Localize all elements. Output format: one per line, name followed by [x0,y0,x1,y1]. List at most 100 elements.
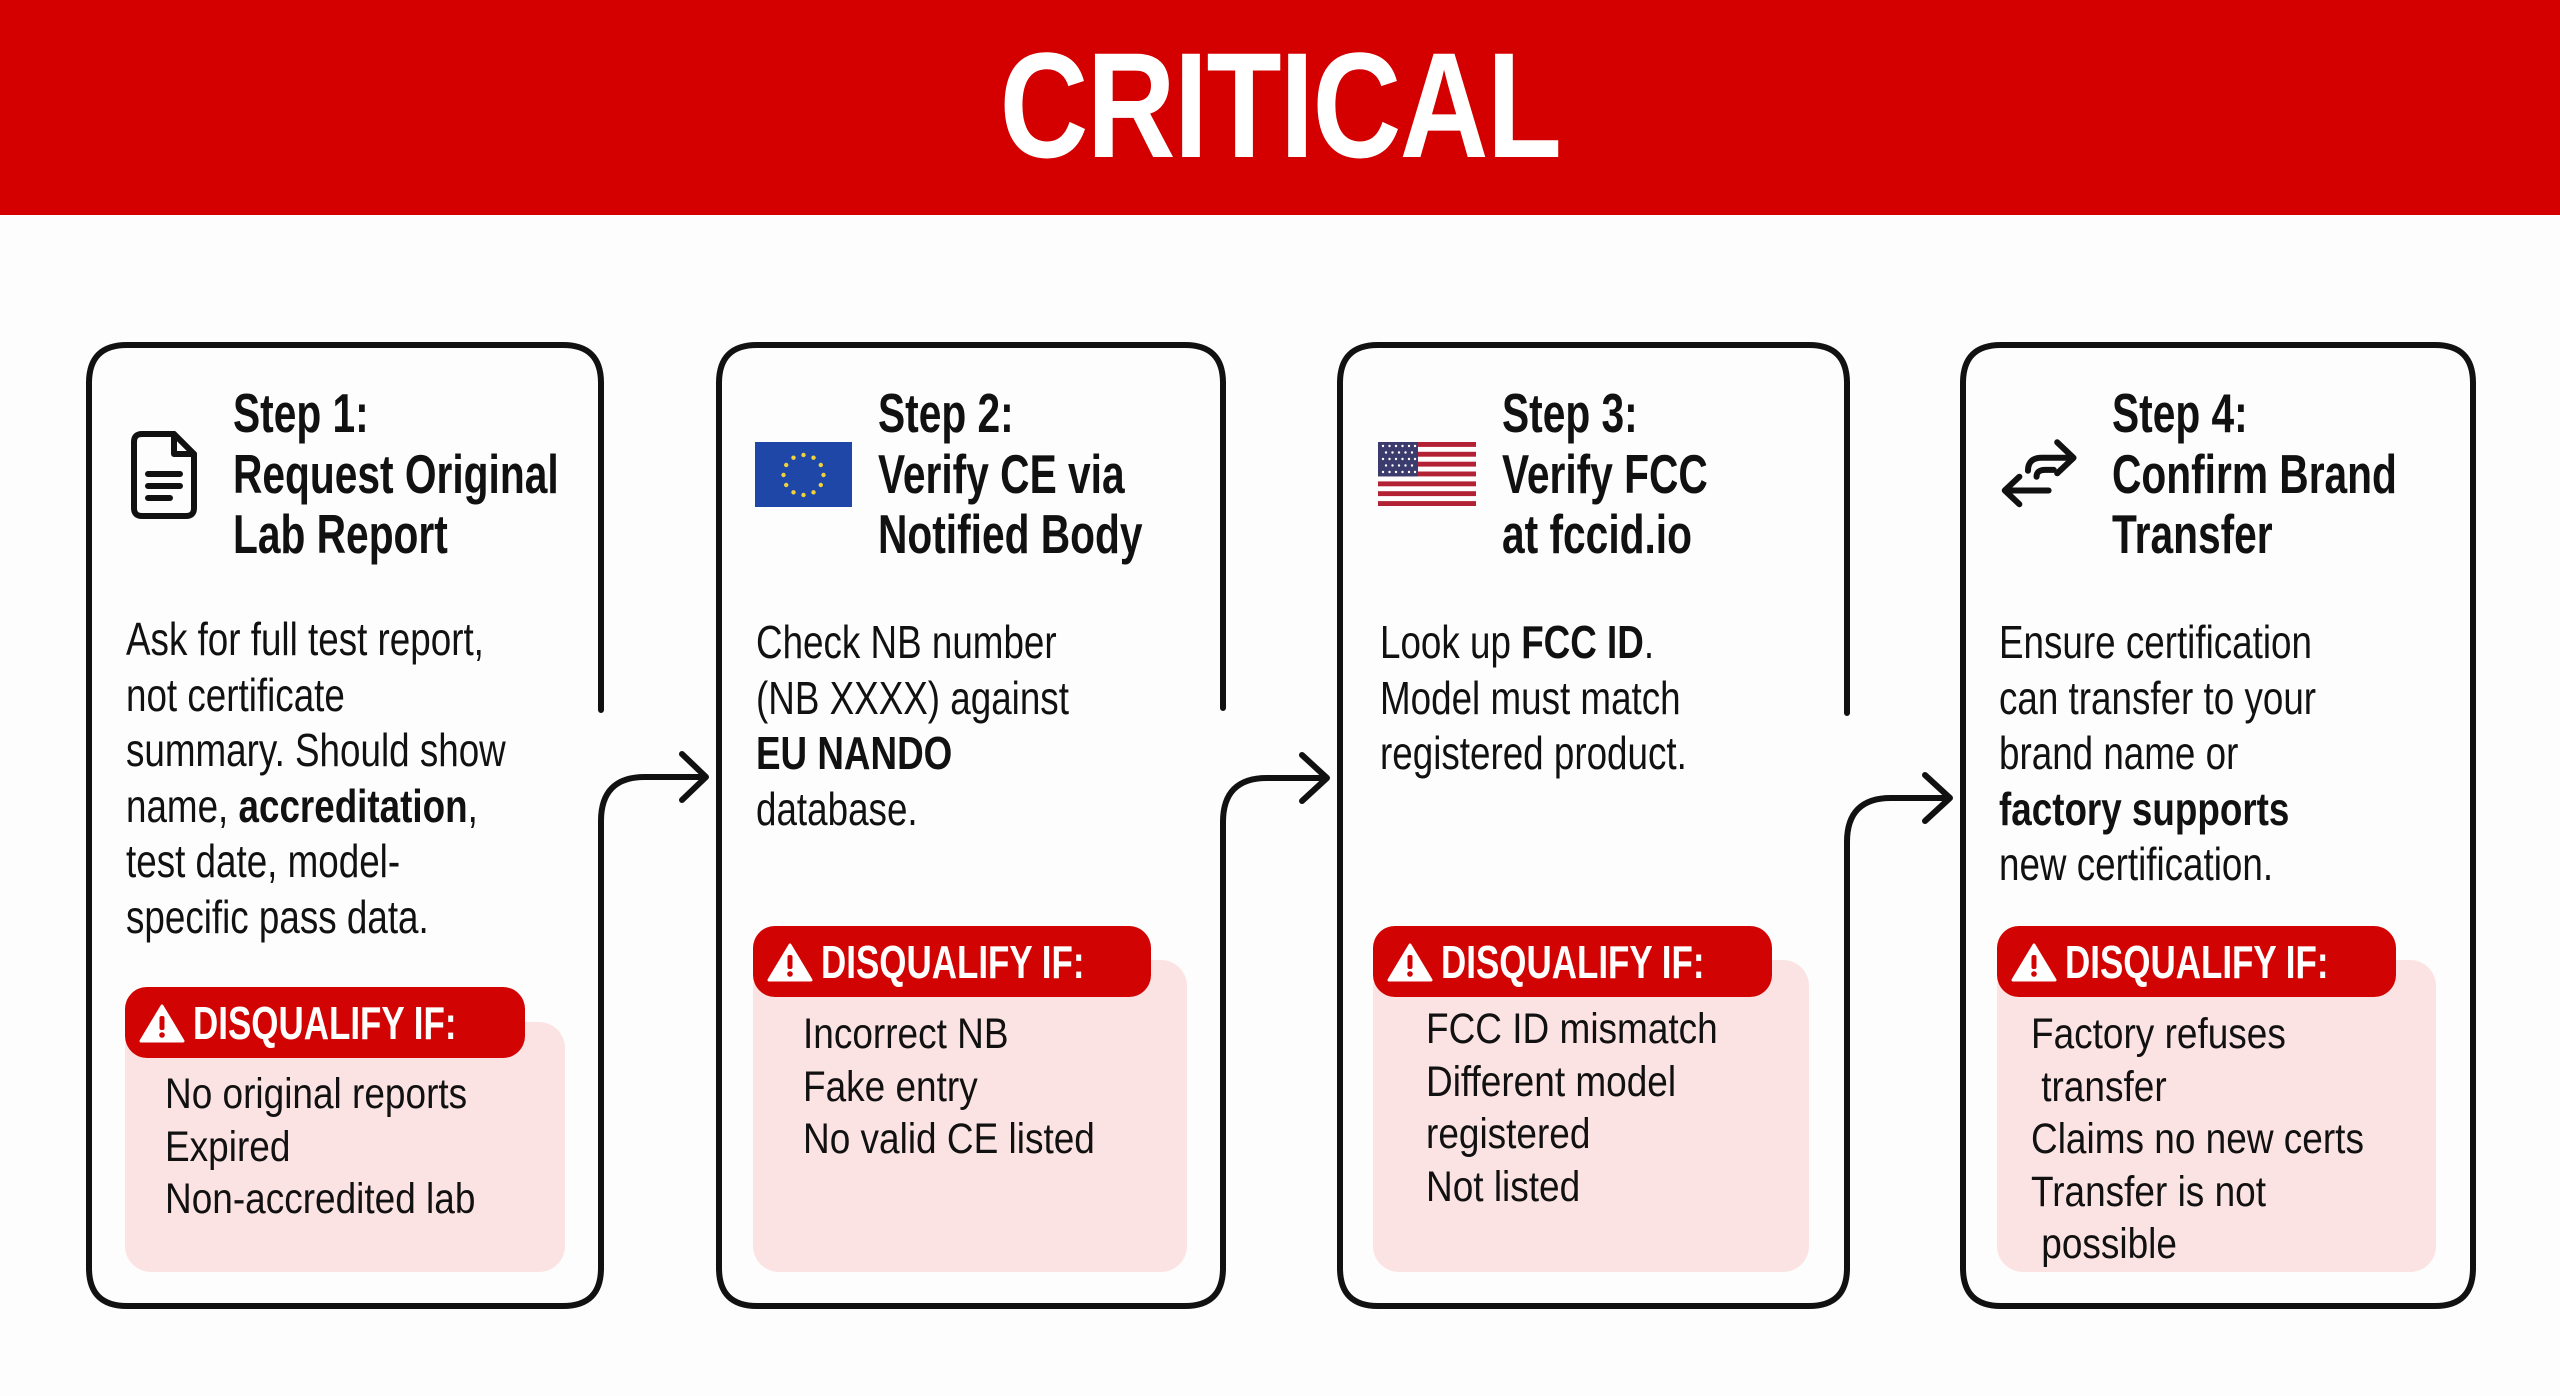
step-4-title-line: Transfer [2112,503,2273,565]
disqualify-label: DISQUALIFY IF: [193,996,457,1049]
step-4-title-line: Confirm Brand [2112,442,2397,505]
description-line: summary. Should show [126,723,506,779]
text-segment: can transfer to your [1999,671,2317,724]
text-segment: test date, model- [126,835,401,887]
description-line: EU NANDO [756,726,1069,782]
text-segment: name, [126,779,239,832]
step-3-description: Look up FCC ID. Model must match registe… [1380,615,1764,782]
warning-icon [2011,943,2057,981]
step-3-disqualify-panel [1373,960,1809,1272]
description-line: not certificate [126,668,506,724]
step-2-disqualify-badge: DISQUALIFY IF: [753,926,1151,997]
bold-text-segment: factory supports [1999,782,2290,835]
text-segment: specific pass data. [126,890,429,943]
disqualify-label: DISQUALIFY IF: [2065,935,2329,988]
disqualify-item: Transfer is not [2031,1167,2266,1216]
disqualify-item: Non-accredited lab [165,1175,476,1223]
us-flag-icon [1378,442,1476,506]
step-3-number: Step 3: [1502,382,1638,444]
step-3-disqualify-badge: DISQUALIFY IF: [1373,926,1772,997]
arrow-2-to-3-head [1299,752,1330,804]
banner-title: CRITICAL [999,20,1562,189]
disqualify-item: Fake entry [803,1062,978,1111]
step-2-number: Step 2: [878,382,1014,444]
step-2-disqualify-list: Incorrect NB Fake entry No valid CE list… [803,1008,1142,1166]
text-segment: summary. Should show [126,724,506,776]
step-1-disqualify-panel [125,1022,565,1272]
document-icon [131,431,197,519]
text-segment: registered product. [1380,727,1687,779]
text-segment: Ask for full test report, [126,613,484,665]
eu-flag-icon [755,442,852,507]
disqualify-item: No valid CE listed [803,1115,1095,1163]
bold-text-segment: accreditation [238,779,468,832]
disqualify-item: possible [2031,1220,2177,1268]
description-line: test date, model- [126,834,506,890]
step-1-title-line: Request Original [233,442,559,505]
disqualify-item: transfer [2031,1062,2167,1111]
description-line: Check NB number [756,615,1069,671]
description-line: brand name or [1999,726,2316,782]
banner-title-wrap: CRITICAL [0,0,2560,215]
step-1-disqualify-badge: DISQUALIFY IF: [125,987,525,1058]
text-segment: not certificate [126,668,345,721]
step-1-title: Step 1: Request Original Lab Report [233,383,673,565]
description-line: registered product. [1380,726,1687,782]
description-line: can transfer to your [1999,671,2316,727]
step-2-title-line: Verify CE via [878,442,1125,505]
step-1-number: Step 1: [233,382,369,444]
step-1-disqualify-list: No original reports Expired Non-accredit… [165,1068,526,1226]
description-line: Ensure certification [1999,615,2316,671]
text-segment: Check NB number [756,616,1057,668]
description-line: Model must match [1380,671,1687,727]
disqualify-item: Factory refuses [2031,1010,2286,1058]
text-segment: Model must match [1380,671,1681,724]
disqualify-item: FCC ID mismatch [1426,1005,1718,1053]
warning-icon [139,1004,185,1042]
text-segment: . [1643,616,1655,668]
step-3-title-line: at fccid.io [1502,503,1692,565]
disqualify-item: Claims no new certs [2031,1115,2364,1163]
text-segment: Ensure certification [1999,616,2312,668]
step-2-title-line: Notified Body [878,503,1143,565]
transfer-arrows-icon [2001,439,2077,508]
description-line: Look up FCC ID. [1380,615,1687,671]
description-line: new certification. [1999,837,2316,893]
step-4-disqualify-list: Factory refuses transfer Claims no new c… [2031,1008,2418,1271]
bold-text-segment: EU NANDO [756,727,953,779]
description-line: factory supports [1999,782,2316,838]
step-4-title: Step 4: Confirm Brand Transfer [2112,383,2497,565]
text-segment: Look up [1380,616,1522,668]
disqualify-item: Different model [1426,1057,1677,1106]
disqualify-label: DISQUALIFY IF: [821,935,1085,988]
description-line: Ask for full test report, [126,612,506,668]
step-4-description: Ensure certification can transfer to you… [1999,615,2395,893]
step-1-description: Ask for full test report, not certificat… [126,612,601,945]
step-4-disqualify-panel [1997,960,2436,1272]
bold-text-segment: FCC ID [1521,616,1644,668]
warning-icon [1387,943,1433,981]
disqualify-item: registered [1426,1110,1591,1158]
step-3-disqualify-list: FCC ID mismatch Different model register… [1426,1003,1765,1213]
text-segment: new certification. [1999,838,2274,890]
step-4-number: Step 4: [2112,382,2248,444]
text-segment: brand name or [1999,727,2239,779]
step-1-title-line: Lab Report [233,503,448,565]
disqualify-item: Not listed [1426,1162,1581,1211]
disqualify-label: DISQUALIFY IF: [1441,935,1705,988]
text-segment: database. [756,782,918,835]
step-4-disqualify-badge: DISQUALIFY IF: [1997,926,2396,997]
step-2-disqualify-panel [753,960,1187,1272]
disqualify-item: No original reports [165,1070,468,1118]
warning-icon [767,943,813,981]
step-2-title: Step 2: Verify CE via Notified Body [878,383,1235,565]
description-line: name, accreditation, [126,779,506,835]
disqualify-item: Expired [165,1122,291,1171]
description-line: (NB XXXX) against [756,671,1069,727]
step-3-title: Step 3: Verify FCC at fccid.io [1502,383,1780,565]
arrow-1-to-2-head [679,751,709,803]
description-line: database. [756,782,1069,838]
text-segment: , [467,779,478,832]
step-2-description: Check NB number (NB XXXX) against EU NAN… [756,615,1147,837]
text-segment: (NB XXXX) against [756,671,1069,724]
